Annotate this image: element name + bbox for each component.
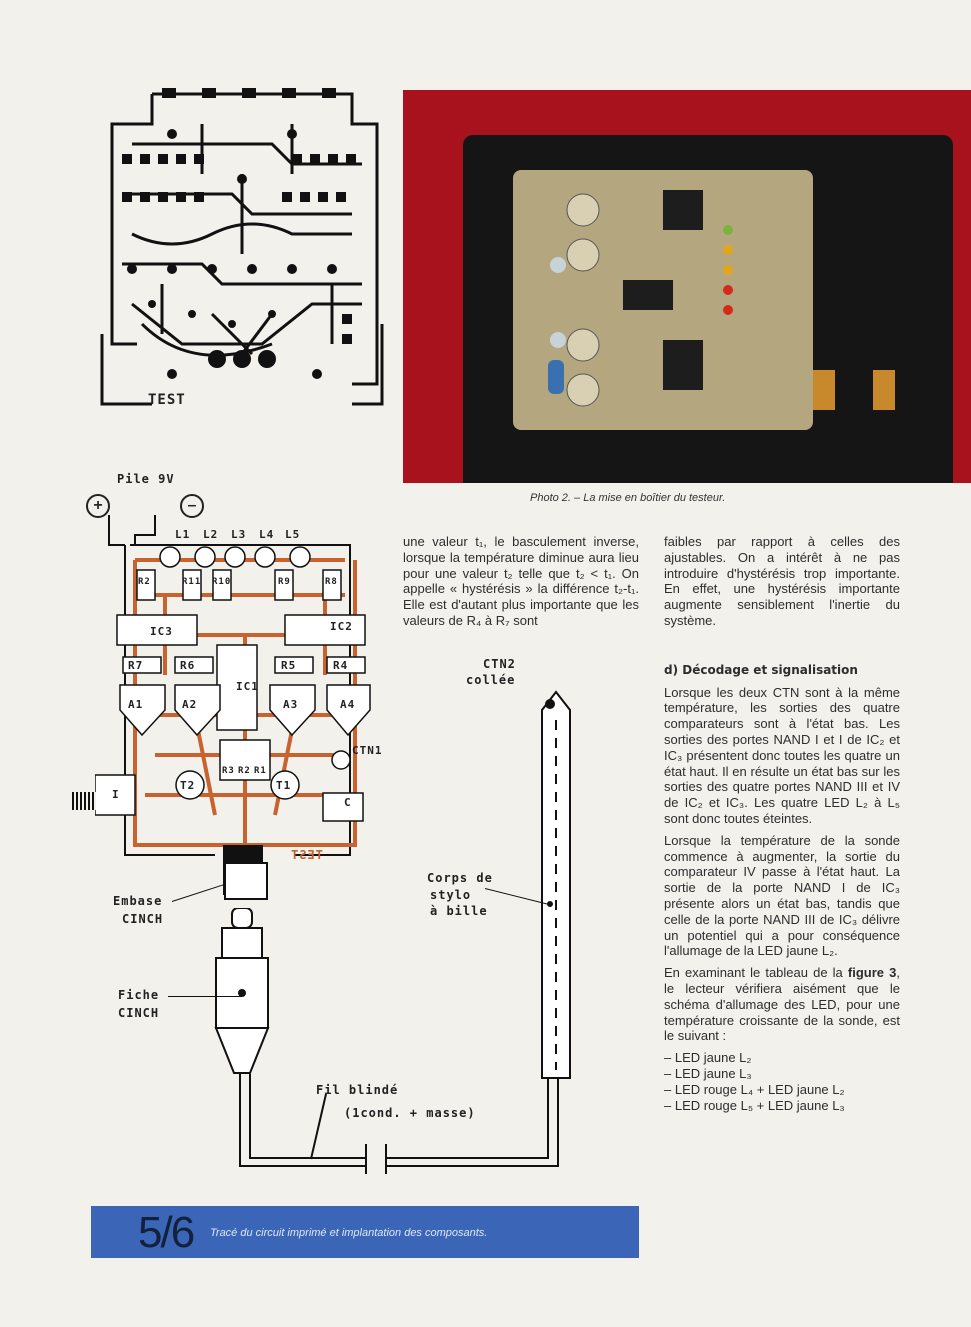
plus-terminal-icon: + bbox=[86, 494, 110, 518]
fig3-text-a: En examinant le tableau de la bbox=[664, 965, 848, 981]
resistor-r11-label: R11 bbox=[182, 577, 202, 587]
ajustable-a2-label: A2 bbox=[182, 698, 198, 711]
ic1-label: IC1 bbox=[236, 680, 259, 693]
resistor-r1-label: R1 bbox=[254, 766, 267, 776]
fiche-cinch-label: CINCH bbox=[118, 1006, 160, 1020]
resistor-r2-label: R2 bbox=[138, 577, 151, 587]
ctn2-label: CTN2 bbox=[483, 657, 516, 671]
transistor-t2-label: T2 bbox=[180, 779, 196, 792]
led-label-1: L1 bbox=[175, 528, 191, 541]
ctn2-collee-label: collée bbox=[466, 673, 516, 687]
list-item: – LED jaune L₂ bbox=[664, 1050, 752, 1066]
resistor-r7-label: R7 bbox=[128, 659, 144, 672]
component-layout-drawing bbox=[95, 515, 395, 895]
cable-lines bbox=[236, 1074, 566, 1174]
test-mirrored-label: TEST bbox=[290, 848, 323, 862]
bille-label: à bille bbox=[430, 904, 488, 918]
test-label: TEST bbox=[148, 392, 186, 408]
led-sequence-list: – LED jaune L₂ – LED jaune L₃ – LED roug… bbox=[664, 1050, 900, 1113]
resistor-r2b-label: R2 bbox=[238, 766, 251, 776]
cinch-plug-icon bbox=[212, 907, 272, 1078]
led-label-3: L3 bbox=[231, 528, 247, 541]
capacitor-label: C bbox=[344, 796, 352, 809]
fiche-label: Fiche bbox=[118, 988, 160, 1002]
battery-label: Pile 9V bbox=[117, 472, 175, 486]
tester-case-photo bbox=[403, 90, 971, 483]
circuit-board bbox=[513, 170, 813, 430]
pcb-trace-drawing bbox=[92, 84, 392, 414]
minus-terminal-icon: – bbox=[180, 494, 204, 518]
resistor-r4-label: R4 bbox=[333, 659, 349, 672]
figure-number: 5/6 bbox=[138, 1208, 195, 1257]
text-column-1: une valeur t₁, le basculement inverse, l… bbox=[403, 534, 639, 635]
paragraph-ctn-equal: Lorsque les deux CTN sont à la même temp… bbox=[664, 684, 900, 826]
section-heading-decodage: d) Décodage et signalisation bbox=[664, 662, 858, 677]
resistor-r5-label: R5 bbox=[281, 659, 297, 672]
paragraph-hysteresis: une valeur t₁, le basculement inverse, l… bbox=[403, 534, 639, 628]
paragraph-figure3: En examinant le tableau de la figure 3, … bbox=[664, 965, 900, 1044]
list-item: – LED jaune L₃ bbox=[664, 1065, 752, 1081]
ctn1-label: CTN1 bbox=[352, 744, 383, 757]
text-column-2: faibles par rapport à celles des ajustab… bbox=[664, 534, 900, 1113]
battery-clip-terminals bbox=[813, 370, 903, 410]
paragraph-temp-increase: Lorsque la température de la sonde comme… bbox=[664, 832, 900, 959]
list-item: – LED rouge L₄ + LED jaune L₂ bbox=[664, 1081, 845, 1097]
probe-pen-body bbox=[538, 690, 574, 1080]
figure-caption: Tracé du circuit imprimé et implantation… bbox=[210, 1227, 488, 1239]
paragraph-ajustables: faibles par rapport à celles des ajustab… bbox=[664, 534, 900, 628]
fig3-text-c: , le lecteur vérifiera aisément que le s… bbox=[664, 965, 900, 1044]
cinch-socket-icon bbox=[224, 862, 268, 900]
ic2-label: IC2 bbox=[330, 620, 353, 633]
led-label-5: L5 bbox=[285, 528, 301, 541]
resistor-r9-label: R9 bbox=[278, 577, 291, 587]
transistor-t1-label: T1 bbox=[276, 779, 292, 792]
resistor-r3-label: R3 bbox=[222, 766, 235, 776]
fil-label: Fil blindé bbox=[316, 1083, 399, 1097]
embase-cinch-label: CINCH bbox=[122, 912, 164, 926]
ic3-label: IC3 bbox=[150, 625, 173, 638]
ajustable-a4-label: A4 bbox=[340, 698, 356, 711]
fiche-leader-line bbox=[168, 996, 242, 997]
switch-lever-icon bbox=[72, 792, 96, 810]
switch-label: I bbox=[112, 788, 120, 801]
list-item: – LED rouge L₅ + LED jaune L₃ bbox=[664, 1097, 845, 1113]
figure-caption-bar bbox=[91, 1206, 639, 1258]
resistor-r10-label: R10 bbox=[212, 577, 232, 587]
resistor-r8-label: R8 bbox=[325, 577, 338, 587]
fil-detail-label: (1cond. + masse) bbox=[344, 1106, 476, 1120]
ajustable-a1-label: A1 bbox=[128, 698, 144, 711]
stylo-label: stylo bbox=[430, 888, 472, 902]
embase-label: Embase bbox=[113, 894, 163, 908]
corps-label: Corps de bbox=[427, 871, 493, 885]
fig3-link: figure 3 bbox=[847, 965, 897, 981]
photo-caption: Photo 2. – La mise en boîtier du testeur… bbox=[530, 492, 726, 504]
ajustable-a3-label: A3 bbox=[283, 698, 299, 711]
led-label-2: L2 bbox=[203, 528, 219, 541]
led-label-4: L4 bbox=[259, 528, 275, 541]
resistor-r6-label: R6 bbox=[180, 659, 196, 672]
